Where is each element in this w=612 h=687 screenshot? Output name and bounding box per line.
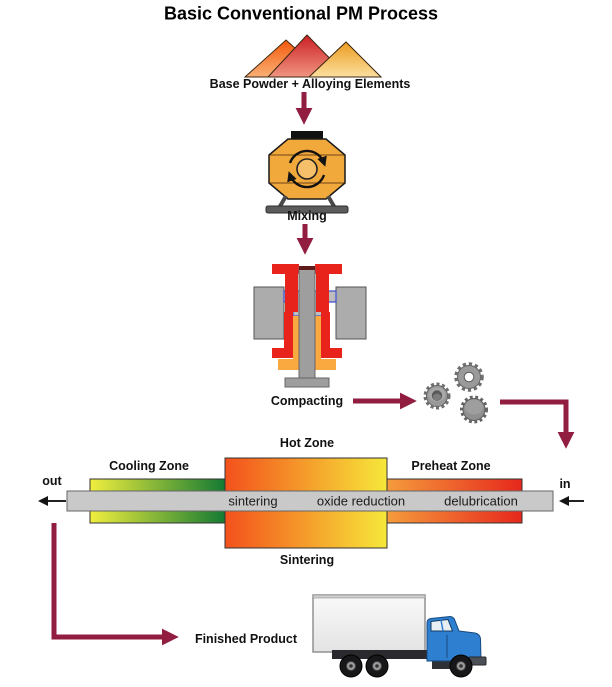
- arrow-furnace-to-finished: [51, 523, 179, 646]
- arrow-parts-to-furnace: [500, 399, 575, 449]
- finished-product-label: Finished Product: [194, 632, 298, 646]
- powder-triangles-icon: [243, 34, 383, 78]
- delivery-truck-icon: [312, 594, 487, 678]
- preheat-zone-label: Preheat Zone: [411, 459, 491, 473]
- mixing-label: Mixing: [287, 209, 327, 223]
- sintering-stage-label: Sintering: [279, 553, 335, 567]
- compacting-press-icon: [253, 264, 367, 388]
- truck-wheels: [339, 654, 473, 678]
- mixer-drum-icon: [265, 131, 349, 214]
- compacting-label: Compacting: [270, 394, 344, 408]
- out-label: out: [42, 474, 62, 488]
- base-powder-label: Base Powder + Alloying Elements: [209, 77, 411, 91]
- sintering-furnace-graphic: [38, 457, 584, 549]
- belt-step-delubrication: delubrication: [444, 493, 518, 509]
- press-die-red: [272, 264, 342, 358]
- conveyor-belt: [66, 490, 554, 512]
- in-label: in: [559, 477, 571, 491]
- gear-spur: [454, 362, 484, 392]
- hot-zone-label: Hot Zone: [279, 436, 335, 450]
- cooling-zone-label: Cooling Zone: [109, 459, 189, 473]
- belt-step-oxide-reduction: oxide reduction: [316, 493, 406, 509]
- belt-step-sintering: sintering: [228, 493, 278, 509]
- gear-ring: [423, 382, 451, 410]
- page-title: Basic Conventional PM Process: [163, 3, 439, 24]
- gear-cylinder: [460, 395, 488, 424]
- gears-icon: [423, 362, 488, 424]
